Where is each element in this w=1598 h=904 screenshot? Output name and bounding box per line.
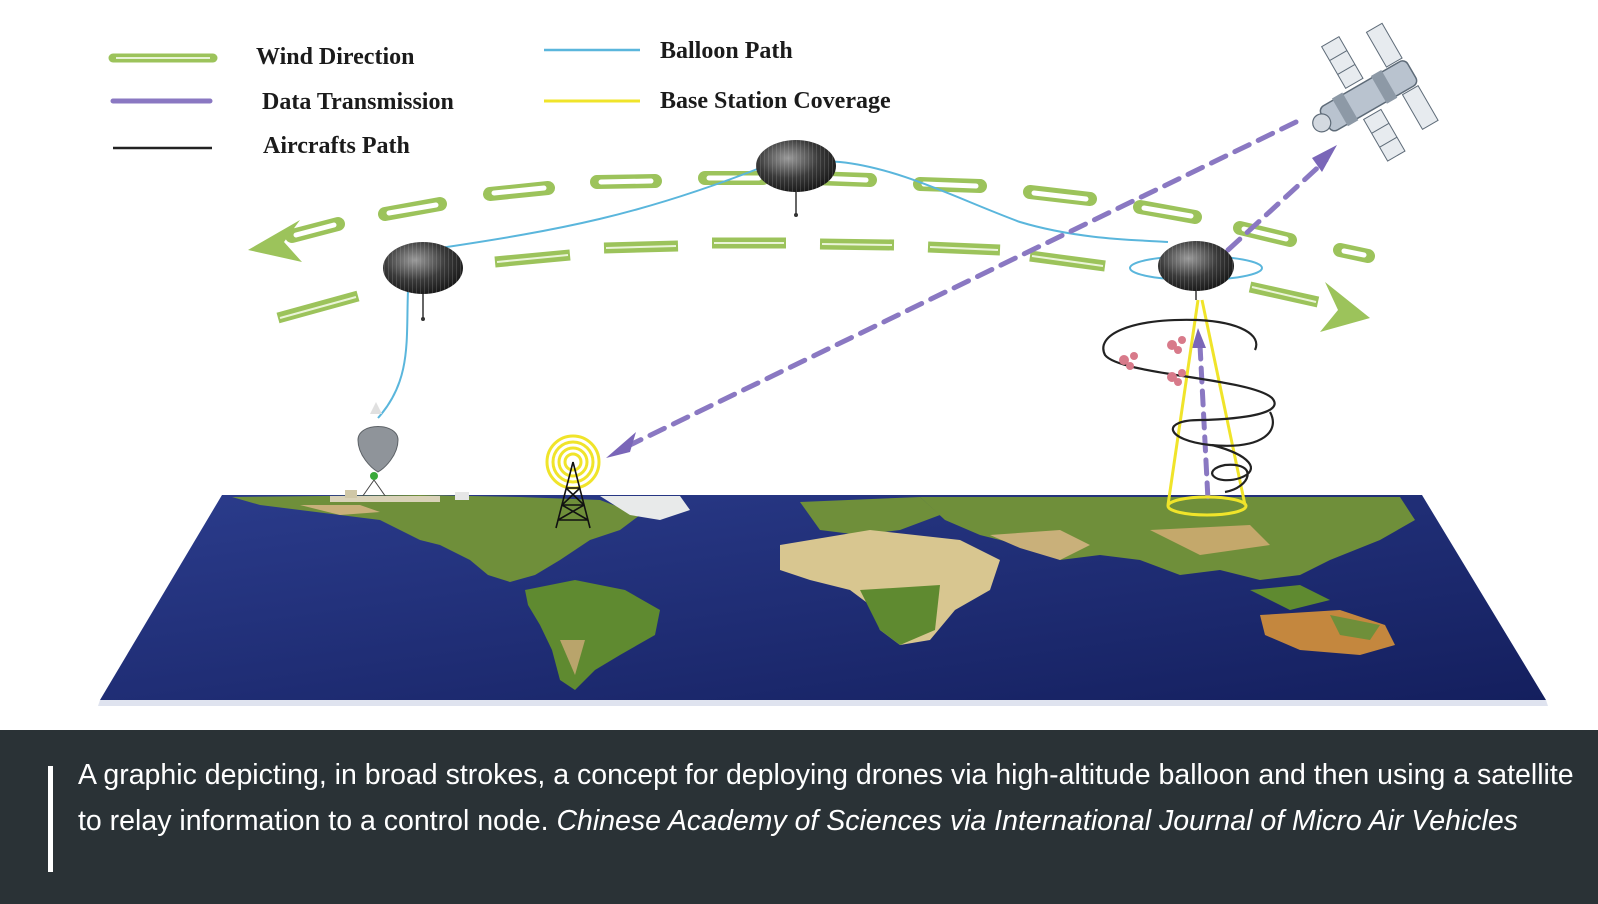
- drone-swarm: [1119, 336, 1186, 386]
- continent-north-america: [232, 495, 640, 582]
- balloon-icon-right: [1129, 241, 1263, 300]
- caption-quote-bar: [48, 766, 53, 872]
- balloon-path-line: [377, 159, 1169, 419]
- central-asia-arid: [1150, 525, 1270, 555]
- diagram-canvas: Wind Direction Data Transmission Aircraf…: [98, 22, 1548, 706]
- southeast-asia-islands: [1250, 585, 1330, 610]
- continent-south-america: [525, 580, 660, 690]
- legend-wind-direction: Wind Direction: [108, 44, 414, 70]
- legend-label-aircrafts-path: Aircrafts Path: [263, 133, 410, 159]
- satellite-icon: [1312, 22, 1439, 162]
- arrowhead-to-satellite: [1312, 145, 1337, 172]
- caption-credit: Chinese Academy of Sciences via Internat…: [556, 805, 1518, 837]
- legend-label-data-transmission: Data Transmission: [262, 89, 454, 115]
- south-america-arid: [560, 640, 585, 675]
- map-edge: [98, 700, 1548, 706]
- world-map: [98, 495, 1548, 706]
- wind-arrowhead-left: [248, 220, 302, 262]
- balloon-icon-center: [756, 140, 836, 217]
- arrowhead-to-tower: [606, 432, 636, 458]
- continent-africa: [780, 530, 1000, 645]
- figure-caption: A graphic depicting, in broad strokes, a…: [0, 730, 1598, 904]
- continent-europe: [800, 497, 940, 535]
- legend-label-wind-direction: Wind Direction: [256, 44, 414, 70]
- arrowhead-from-drones: [1192, 328, 1206, 348]
- legend: Wind Direction Data Transmission Aircraf…: [108, 38, 891, 159]
- continent-greenland: [600, 496, 690, 520]
- diagram-figure: Wind Direction Data Transmission Aircraf…: [98, 22, 1548, 706]
- drone-icon: [1119, 352, 1138, 370]
- legend-aircrafts-path: Aircrafts Path: [113, 133, 410, 159]
- base-station-coverage-cone: [1166, 299, 1248, 517]
- wind-direction-lower: [276, 237, 1370, 332]
- aircrafts-path-spiral: [1102, 318, 1276, 494]
- radio-tower-icon: [555, 461, 591, 529]
- legend-base-station-coverage: Base Station Coverage: [544, 88, 891, 114]
- drone-icon: [1167, 369, 1186, 386]
- drone-icon: [1167, 336, 1186, 354]
- wind-arrowhead-right: [1320, 282, 1370, 332]
- north-america-desert: [300, 505, 380, 515]
- middle-east-desert: [990, 530, 1090, 560]
- legend-label-balloon-path: Balloon Path: [660, 38, 793, 64]
- caption-description: A graphic depicting, in broad strokes, a…: [78, 759, 1574, 837]
- caption-text: A graphic depicting, in broad strokes, a…: [78, 752, 1578, 844]
- legend-balloon-path: Balloon Path: [544, 38, 793, 64]
- balloon-icon-left: [383, 242, 463, 321]
- africa-central: [860, 585, 940, 645]
- legend-data-transmission: Data Transmission: [110, 89, 454, 115]
- legend-label-base-station-coverage: Base Station Coverage: [660, 88, 891, 114]
- launch-site-icon: [330, 490, 469, 502]
- australia-green: [1330, 615, 1380, 640]
- data-transmission-links: [606, 119, 1337, 503]
